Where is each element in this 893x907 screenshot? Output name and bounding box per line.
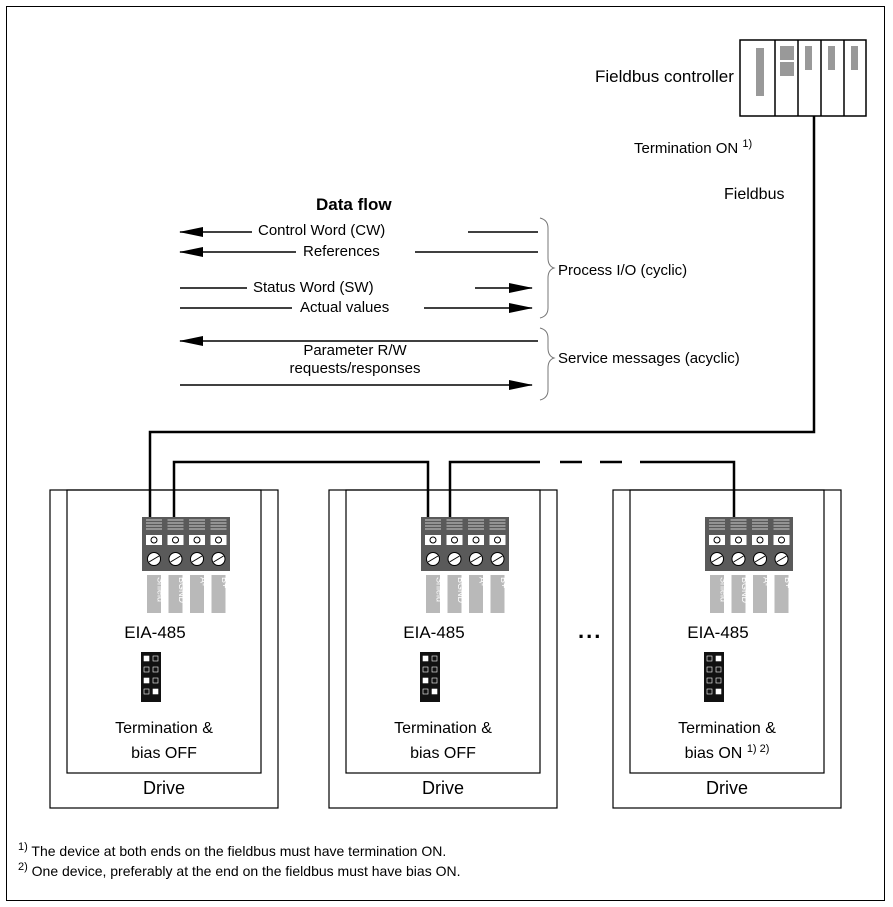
terminal-label: BGND [177,577,187,604]
terminal-block-icon [705,517,793,571]
references-label: References [303,243,380,260]
terminal-label-strip [753,575,767,613]
requests-responses-label: requests/responses [289,360,421,377]
interface-label: EIA-485 [403,623,465,642]
termination-ref: 1) 2) [746,743,770,755]
interface-label: EIA-485 [124,623,186,642]
jumper-icon [141,652,161,702]
terminal-label: Shield [719,577,729,602]
terminal-label: A- [478,577,488,586]
controller-termination-label: Termination ON 1) [634,138,753,157]
terminal-label-strip [710,575,724,613]
terminal-label: BGND [456,577,466,604]
terminal-label: A- [199,577,209,586]
fieldbus-trunk-line [148,116,816,517]
actual-values-label: Actual values [300,299,390,316]
termination-line-1: Termination & [394,720,492,737]
daisy-chain-line-3 [640,460,736,517]
terminal-label-strip [447,575,462,613]
process-io-label: Process I/O (cyclic) [558,262,688,279]
footnote-2: 2) One device, preferably at the end on … [18,861,461,879]
termination-line-1: Termination & [115,720,213,737]
terminal-label-strip [426,575,440,613]
drive-inner-box [66,489,262,774]
data-flow-title: Data flow [316,195,392,214]
jumper-icon [704,652,724,702]
drive-inner-box [345,489,541,774]
termination-line-2: bias ON 1) 2) [684,743,770,762]
termination-line-1: Termination & [678,720,776,737]
termination-line-2: bias OFF [410,745,476,762]
drive-label: Drive [142,778,185,798]
parameter-rw-label: Parameter R/W [303,342,407,359]
terminal-label-strip [469,575,483,613]
daisy-chain-line-2 [448,460,540,517]
termination-line-2: bias OFF [131,745,197,762]
drive-unit: Shield BGND A- B+ [49,489,279,809]
terminal-label: B+ [783,577,793,588]
controller-termination-ref: 1) [742,138,753,150]
terminal-label: A- [762,577,772,586]
terminal-label-strip [147,575,161,613]
interface-label: EIA-485 [687,623,749,642]
terminal-label: BGND [740,577,750,604]
drive-unit: Shield BGND A- B+ [612,489,842,809]
terminal-label-strip [190,575,204,613]
control-word-label: Control Word (CW) [258,222,386,239]
diagram-frame [6,6,885,901]
service-messages-label: Service messages (acyclic) [558,350,740,367]
terminal-block-icon [421,517,509,571]
status-word-label: Status Word (SW) [253,279,374,296]
drive-unit: Shield BGND A- B+ [328,489,558,809]
fieldbus-controller-label: Fieldbus controller [595,67,734,86]
terminal-label: B+ [499,577,509,588]
more-drives-ellipsis: ... [578,618,603,643]
terminal-block-icon [142,517,230,571]
terminal-label-strip [490,575,505,613]
process-io-brace [539,217,556,319]
jumper-icon [420,652,440,702]
terminal-label: Shield [156,577,166,602]
terminal-label-strip [731,575,746,613]
terminal-label-strip [774,575,789,613]
terminal-label-strip [168,575,183,613]
drive-label: Drive [421,778,464,798]
service-messages-brace [539,327,556,401]
drive-label: Drive [705,778,748,798]
footnote-1: 1) The device at both ends on the fieldb… [18,841,447,859]
fieldbus-controller-icon [739,39,867,117]
drive-inner-box [629,489,825,774]
terminal-label-strip [211,575,226,613]
fieldbus-label: Fieldbus [724,186,785,203]
terminal-label: Shield [435,577,445,602]
terminal-label: B+ [220,577,230,588]
